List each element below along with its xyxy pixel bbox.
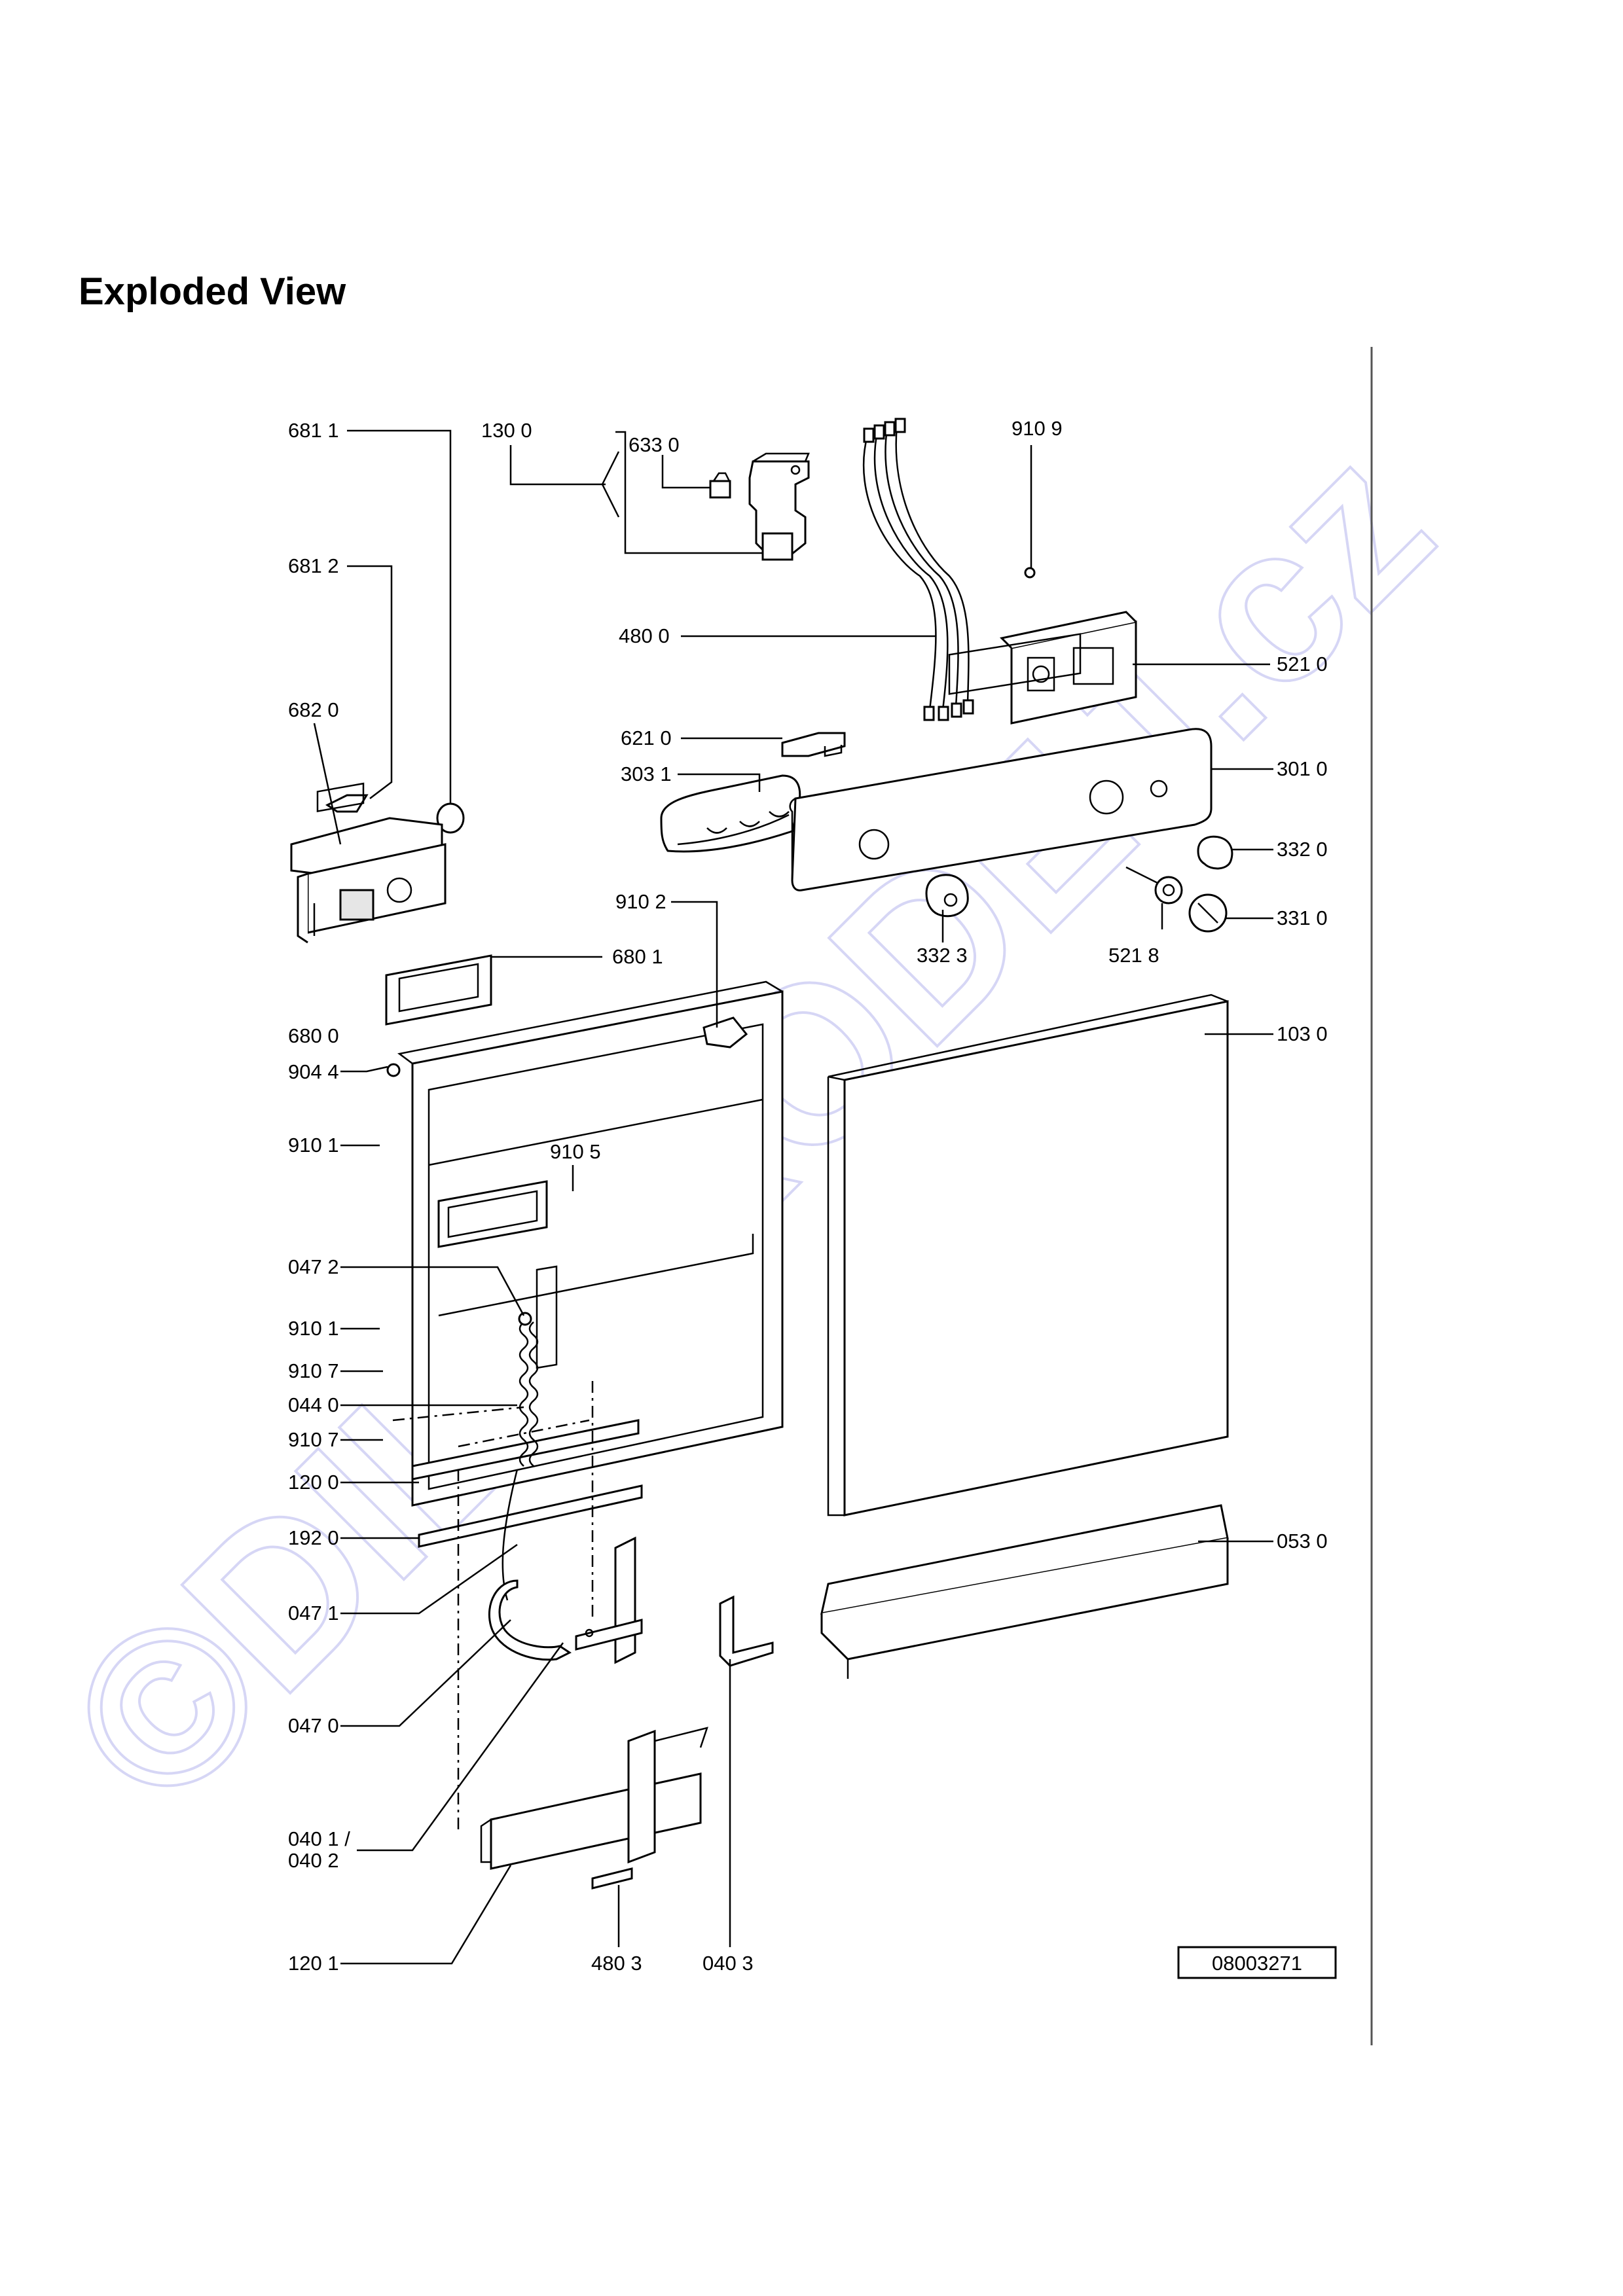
part-040-1 — [575, 1536, 643, 1664]
leader-lines — [313, 429, 1273, 1965]
label-040-1: 040 1 / — [288, 1827, 350, 1850]
part-120-1 — [480, 1727, 708, 1890]
part-303-1 — [660, 774, 801, 853]
label-120-1: 120 1 — [288, 1952, 339, 1975]
label-331-0: 331 0 — [1277, 906, 1328, 929]
label-910-7-b: 910 7 — [288, 1428, 339, 1451]
label-680-1: 680 1 — [612, 945, 663, 968]
label-910-1-b: 910 1 — [288, 1317, 339, 1340]
part-521-0 — [999, 611, 1137, 725]
label-192-0: 192 0 — [288, 1526, 339, 1549]
drawing-number-box: 08003271 — [1177, 1946, 1337, 1979]
label-040-2: 040 2 — [288, 1849, 339, 1872]
label-040-3: 040 3 — [702, 1952, 754, 1975]
label-301-0: 301 0 — [1277, 757, 1328, 780]
part-103-0 — [827, 994, 1229, 1516]
part-480-0 — [862, 418, 974, 721]
part-633-0 — [709, 472, 731, 499]
label-682-0: 682 0 — [288, 698, 339, 721]
part-332-3 — [925, 874, 969, 918]
label-910-5: 910 5 — [550, 1140, 601, 1163]
label-910-7-a: 910 7 — [288, 1359, 339, 1382]
part-040-3 — [719, 1595, 774, 1667]
part-910-9 — [1024, 567, 1036, 579]
part-047-0 — [488, 1579, 572, 1661]
label-680-0: 680 0 — [288, 1024, 339, 1047]
label-910-2: 910 2 — [615, 890, 666, 913]
label-044-0: 044 0 — [288, 1393, 339, 1416]
label-681-2: 681 2 — [288, 554, 339, 577]
part-inner-door — [386, 980, 784, 1507]
label-521-8: 521 8 — [1108, 944, 1159, 967]
label-910-1-a: 910 1 — [288, 1134, 339, 1157]
page-title: Exploded View — [79, 270, 346, 313]
part-332-0 — [1197, 835, 1233, 870]
label-047-1: 047 1 — [288, 1602, 339, 1624]
label-120-0: 120 0 — [288, 1471, 339, 1494]
part-053-0 — [820, 1504, 1229, 1679]
label-332-3: 332 3 — [917, 944, 968, 967]
part-521-8 — [1125, 866, 1183, 905]
label-303-1: 303 1 — [621, 762, 672, 785]
part-192-0 — [418, 1484, 643, 1548]
part-680-1 — [385, 954, 492, 1026]
label-910-9: 910 9 — [1012, 417, 1063, 440]
label-904-4: 904 4 — [288, 1060, 339, 1083]
label-103-0: 103 0 — [1277, 1022, 1328, 1045]
label-047-2: 047 2 — [288, 1255, 339, 1278]
label-480-0: 480 0 — [619, 624, 670, 647]
label-332-0: 332 0 — [1277, 838, 1328, 861]
label-633-0: 633 0 — [629, 433, 680, 456]
part-labels: 681 1 681 2 682 0 680 0 130 0 633 0 910 … — [288, 417, 1328, 1975]
part-680-0 — [290, 782, 447, 944]
label-047-0: 047 0 — [288, 1714, 339, 1737]
label-480-3: 480 3 — [591, 1952, 642, 1975]
label-521-0: 521 0 — [1277, 653, 1328, 675]
drawing-number: 08003271 — [1212, 1952, 1302, 1975]
alignment-lines — [392, 1381, 594, 1833]
part-621-0 — [781, 732, 846, 757]
label-130-0: 130 0 — [481, 419, 532, 442]
label-681-1: 681 1 — [288, 419, 339, 442]
part-331-0 — [1188, 893, 1228, 933]
label-621-0: 621 0 — [621, 726, 672, 749]
label-053-0: 053 0 — [1277, 1530, 1328, 1552]
part-301-0 — [789, 633, 1213, 891]
part-130-0 — [748, 452, 810, 561]
